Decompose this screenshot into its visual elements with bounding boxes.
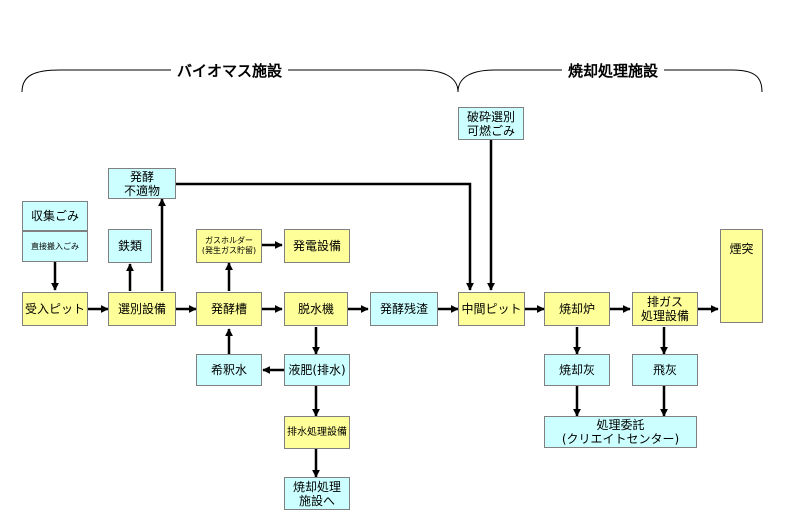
chimney-node: 煙突: [720, 229, 763, 323]
crushed-sorted-node: 破砕選別 可燃ごみ: [458, 107, 524, 140]
receiving-pit-node: 受入ピット: [22, 292, 88, 326]
wastewater-treatment-label: 排水処理設備: [287, 426, 347, 438]
iron-node: 鉄類: [108, 229, 152, 263]
collected-waste-node: 収集ごみ: [22, 201, 88, 231]
collected-waste-label: 収集ごみ: [30, 209, 79, 223]
gas-holder-line2: (発生ガス貯留): [201, 246, 257, 255]
biomass-section-title: バイオマス施設: [171, 62, 289, 80]
digestate-node: 液肥(排水): [284, 354, 350, 386]
sorting-label: 選別設備: [117, 302, 166, 316]
furnace-node: 焼却炉: [544, 292, 610, 326]
fly-ash-node: 飛灰: [632, 354, 698, 386]
intermediate-pit-label: 中間ピット: [461, 302, 522, 316]
outsourced-treatment-line2: (クリエイトセンター): [561, 432, 680, 446]
exhaust-gas-line1: 排ガス: [646, 295, 683, 309]
gas-holder-node: ガスホルダー (発生ガス貯留): [196, 229, 262, 263]
dilution-water-node: 希釈水: [196, 354, 262, 386]
outsourced-treatment-line1: 処理委託: [596, 418, 645, 432]
incineration-ash-node: 焼却灰: [544, 354, 610, 386]
digestate-label: 液肥(排水): [288, 363, 346, 377]
outsourced-treatment-node: 処理委託 (クリエイトセンター): [544, 416, 697, 448]
fermentation-tank-label: 発酵槽: [210, 302, 247, 316]
fermentation-tank-node: 発酵槽: [196, 292, 262, 326]
dehydrator-label: 脱水機: [297, 302, 334, 316]
gas-holder-line1: ガスホルダー: [205, 236, 253, 245]
intermediate-pit-node: 中間ピット: [458, 292, 525, 326]
iron-label: 鉄類: [117, 239, 142, 253]
sorting-node: 選別設備: [108, 292, 176, 326]
furnace-label: 焼却炉: [558, 302, 595, 316]
to-incineration-line1: 焼却処理: [292, 479, 341, 494]
direct-waste-node: 直接搬入ごみ: [22, 231, 88, 262]
incineration-ash-label: 焼却灰: [558, 363, 595, 377]
dehydrator-node: 脱水機: [284, 292, 348, 326]
wastewater-treatment-node: 排水処理設備: [284, 416, 350, 449]
crushed-sorted-line1: 破砕選別: [466, 109, 515, 124]
power-generation-label: 発電設備: [292, 239, 341, 253]
dilution-water-label: 希釈水: [210, 363, 247, 377]
chimney-label: 煙突: [729, 242, 754, 256]
fermentation-residue-label: 発酵残渣: [379, 302, 428, 316]
arrow-unsuitable-to-pit: [176, 182, 475, 291]
fermentation-unsuitable-line2: 不適物: [123, 183, 160, 198]
receiving-pit-label: 受入ピット: [24, 302, 85, 316]
power-generation-node: 発電設備: [284, 229, 350, 263]
incineration-section-title: 焼却処理施設: [562, 62, 665, 80]
exhaust-gas-line2: 処理設備: [640, 309, 689, 323]
to-incineration-node: 焼却処理 施設へ: [284, 477, 350, 510]
fermentation-unsuitable-node: 発酵 不適物: [108, 168, 176, 199]
fermentation-residue-node: 発酵残渣: [370, 292, 438, 326]
crushed-sorted-line2: 可燃ごみ: [466, 123, 515, 138]
fly-ash-label: 飛灰: [652, 363, 677, 377]
direct-waste-label: 直接搬入ごみ: [31, 241, 79, 251]
exhaust-gas-node: 排ガス 処理設備: [632, 292, 698, 326]
fermentation-unsuitable-line1: 発酵: [129, 169, 154, 184]
to-incineration-line2: 施設へ: [298, 493, 335, 508]
